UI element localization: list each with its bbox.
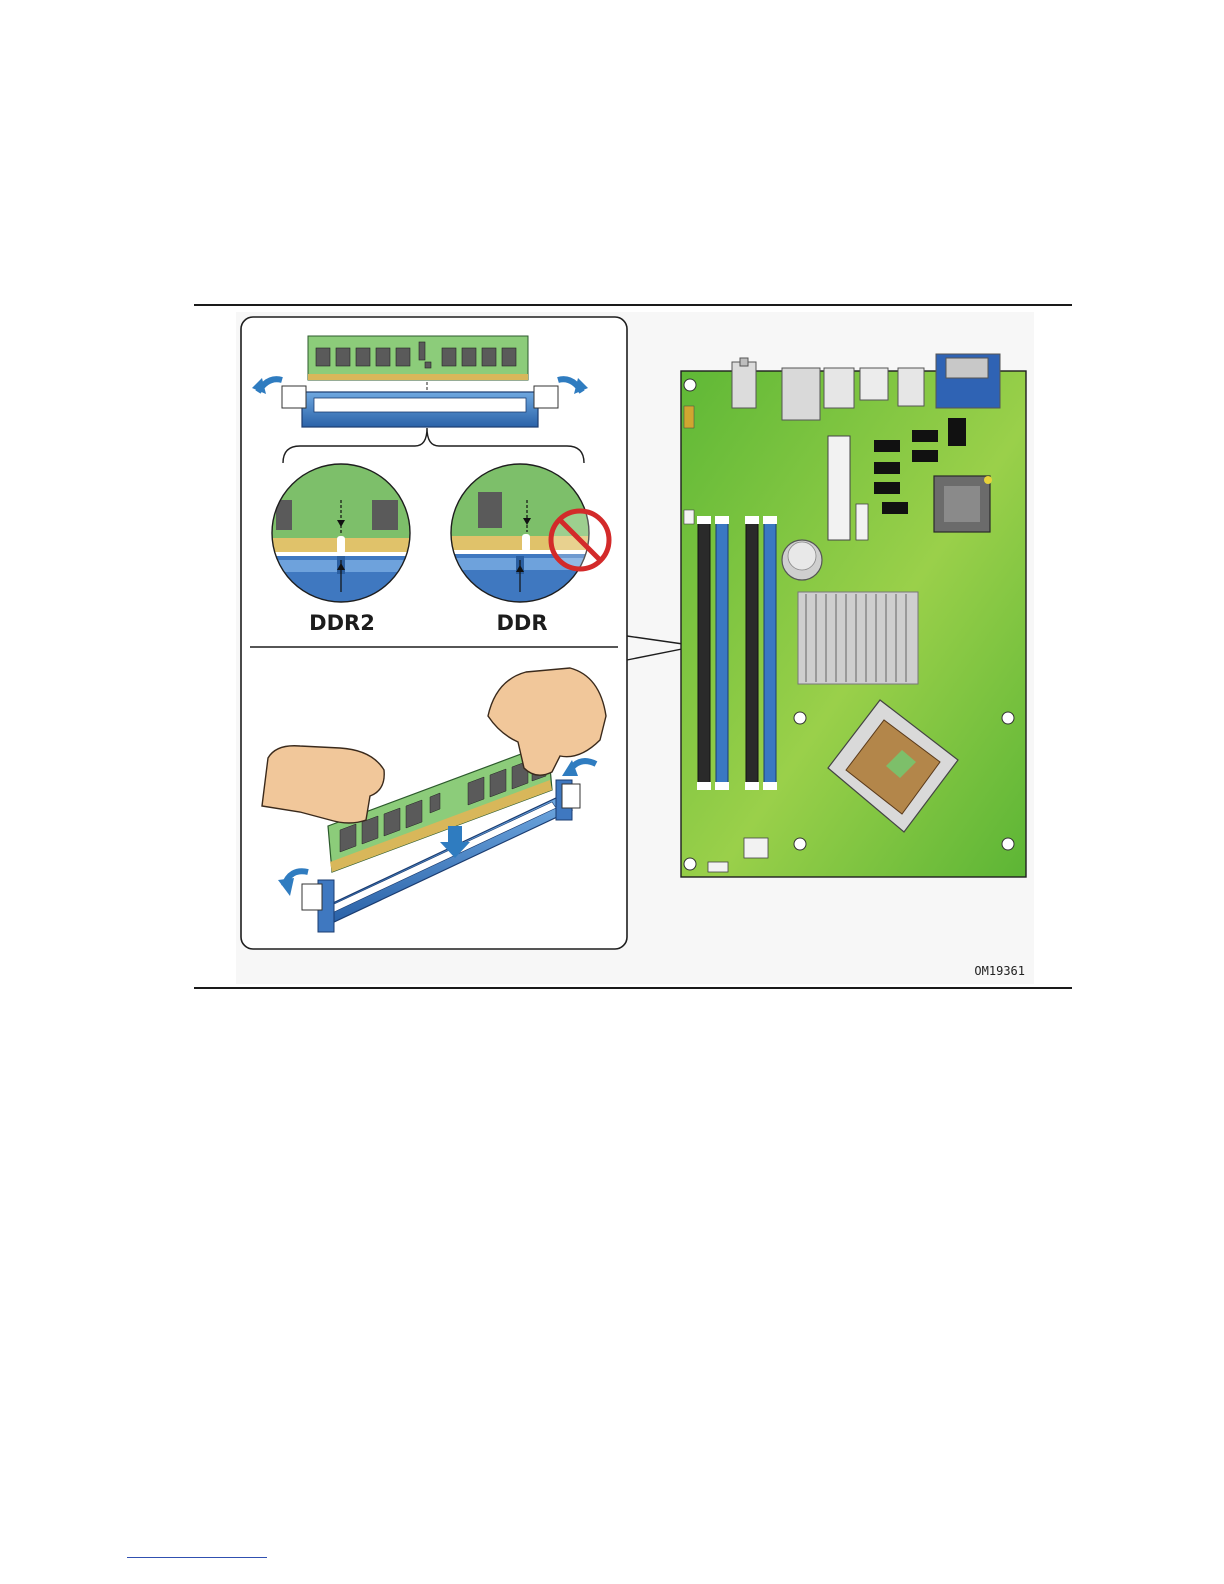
footnote-rule: [127, 1557, 267, 1558]
dimm-slot-top: [282, 386, 558, 427]
latch-left: [302, 884, 322, 910]
prohibited-icon: [551, 511, 609, 569]
motherboard-illustration: [681, 354, 1026, 877]
board-slot-black-2: [746, 520, 758, 786]
power-connector: [828, 436, 850, 540]
board-slot-blue-1: [716, 520, 728, 786]
ddr-label: DDR: [496, 611, 547, 635]
board-slot-blue-2: [764, 520, 776, 786]
latch-right: [562, 784, 580, 808]
ddr2-label: DDR2: [309, 611, 375, 635]
figure-id: OM19361: [974, 964, 1025, 978]
memory-installation-figure: DDR2 DDR: [0, 0, 1224, 1000]
dimm-module-top: [308, 336, 528, 380]
board-slot-black-1: [698, 520, 710, 786]
